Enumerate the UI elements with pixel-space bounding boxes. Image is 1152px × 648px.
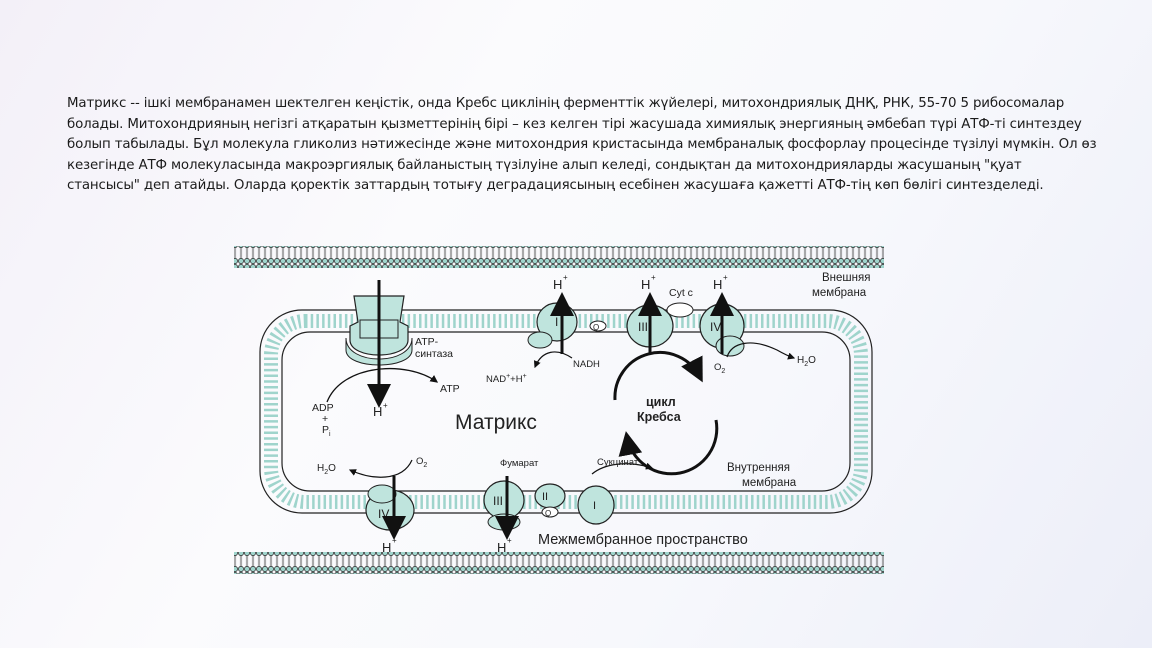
adp-label: ADP + P <box>312 402 336 436</box>
complex-IV-bottom <box>365 484 415 531</box>
complex-I-bottom-label: I <box>593 500 596 512</box>
complex-III-bottom <box>483 480 525 531</box>
succinate-label: Сукцинат <box>597 457 639 468</box>
outer-membrane-label: Внешняя мембрана <box>812 272 874 299</box>
slide-paragraph: Матрикс -- ішкі мембранамен шектелген ке… <box>67 96 1097 193</box>
o2-top-label: O2 <box>714 362 725 375</box>
nadh-label: NADH <box>573 359 600 370</box>
cyt-c-oval <box>666 302 694 318</box>
complex-III-top-label: III <box>638 320 648 334</box>
h-atp-synthase-plus: + <box>383 401 388 410</box>
h-complex-IV-bottom-plus: + <box>392 536 397 545</box>
complex-IV-bottom-label: IV <box>378 507 389 521</box>
h-complex-IV-bottom: H <box>382 540 391 555</box>
outer-membrane-top <box>234 246 884 268</box>
outer-membrane-bottom <box>234 552 884 574</box>
h-complex-III-plus: + <box>651 273 656 282</box>
nadh-arrow <box>533 351 573 369</box>
matrix-label: Матрикс <box>455 411 537 434</box>
complex-II-bottom <box>534 483 566 509</box>
h-complex-IV: H <box>713 277 722 292</box>
complex-I-top-label: I <box>555 315 558 329</box>
h-complex-I: H <box>553 277 562 292</box>
h2o-bottom-label: H2O <box>317 463 336 476</box>
intermembrane-label: Межмембранное пространство <box>538 532 748 548</box>
o2-h2o-arrow-top <box>726 342 796 360</box>
adp-to-atp-arrow <box>326 367 439 403</box>
complex-II-bottom-label: II <box>542 491 548 503</box>
cyt-c-label: Cyt c <box>669 287 693 299</box>
inner-membrane-label: Внутренняя мембрана <box>727 462 797 489</box>
h-complex-I-plus: + <box>563 273 568 282</box>
mitochondrion-diagram: Внешняя мембрана Внутренняя мембрана ATP… <box>234 246 884 574</box>
h-atp-synthase: H <box>373 404 382 419</box>
krebs-cycle-label: цикл Кребса <box>637 395 682 424</box>
o2-h2o-arrow-bottom <box>348 459 413 478</box>
h2o-top-label: H2O <box>797 355 816 368</box>
q-bottom: Q <box>541 506 559 518</box>
h-complex-III-bottom: H <box>497 540 506 555</box>
atp-label: ATP <box>440 383 460 395</box>
krebs-cycle-arrow-bottom <box>618 419 719 476</box>
complex-III-bottom-label: III <box>493 494 503 508</box>
krebs-cycle-arrow-top <box>613 350 703 401</box>
pi-subscript: i <box>329 431 331 438</box>
succinate-arrow <box>591 462 654 475</box>
complex-IV-top-label: IV <box>710 320 721 334</box>
svg-text:Q: Q <box>593 323 599 332</box>
o2-bottom-label: O2 <box>416 456 427 469</box>
complex-I-bottom <box>577 485 615 525</box>
atp-synthase-label: ATP- синтаза <box>415 336 453 360</box>
fumarate-label: Фумарат <box>500 458 539 469</box>
h-complex-III: H <box>641 277 650 292</box>
nad-label: NAD++H+ <box>486 373 527 385</box>
svg-text:Q: Q <box>545 509 551 518</box>
h-complex-IV-plus: + <box>723 273 728 282</box>
h-complex-III-bottom-plus: + <box>507 536 512 545</box>
q-top: Q <box>589 320 607 332</box>
